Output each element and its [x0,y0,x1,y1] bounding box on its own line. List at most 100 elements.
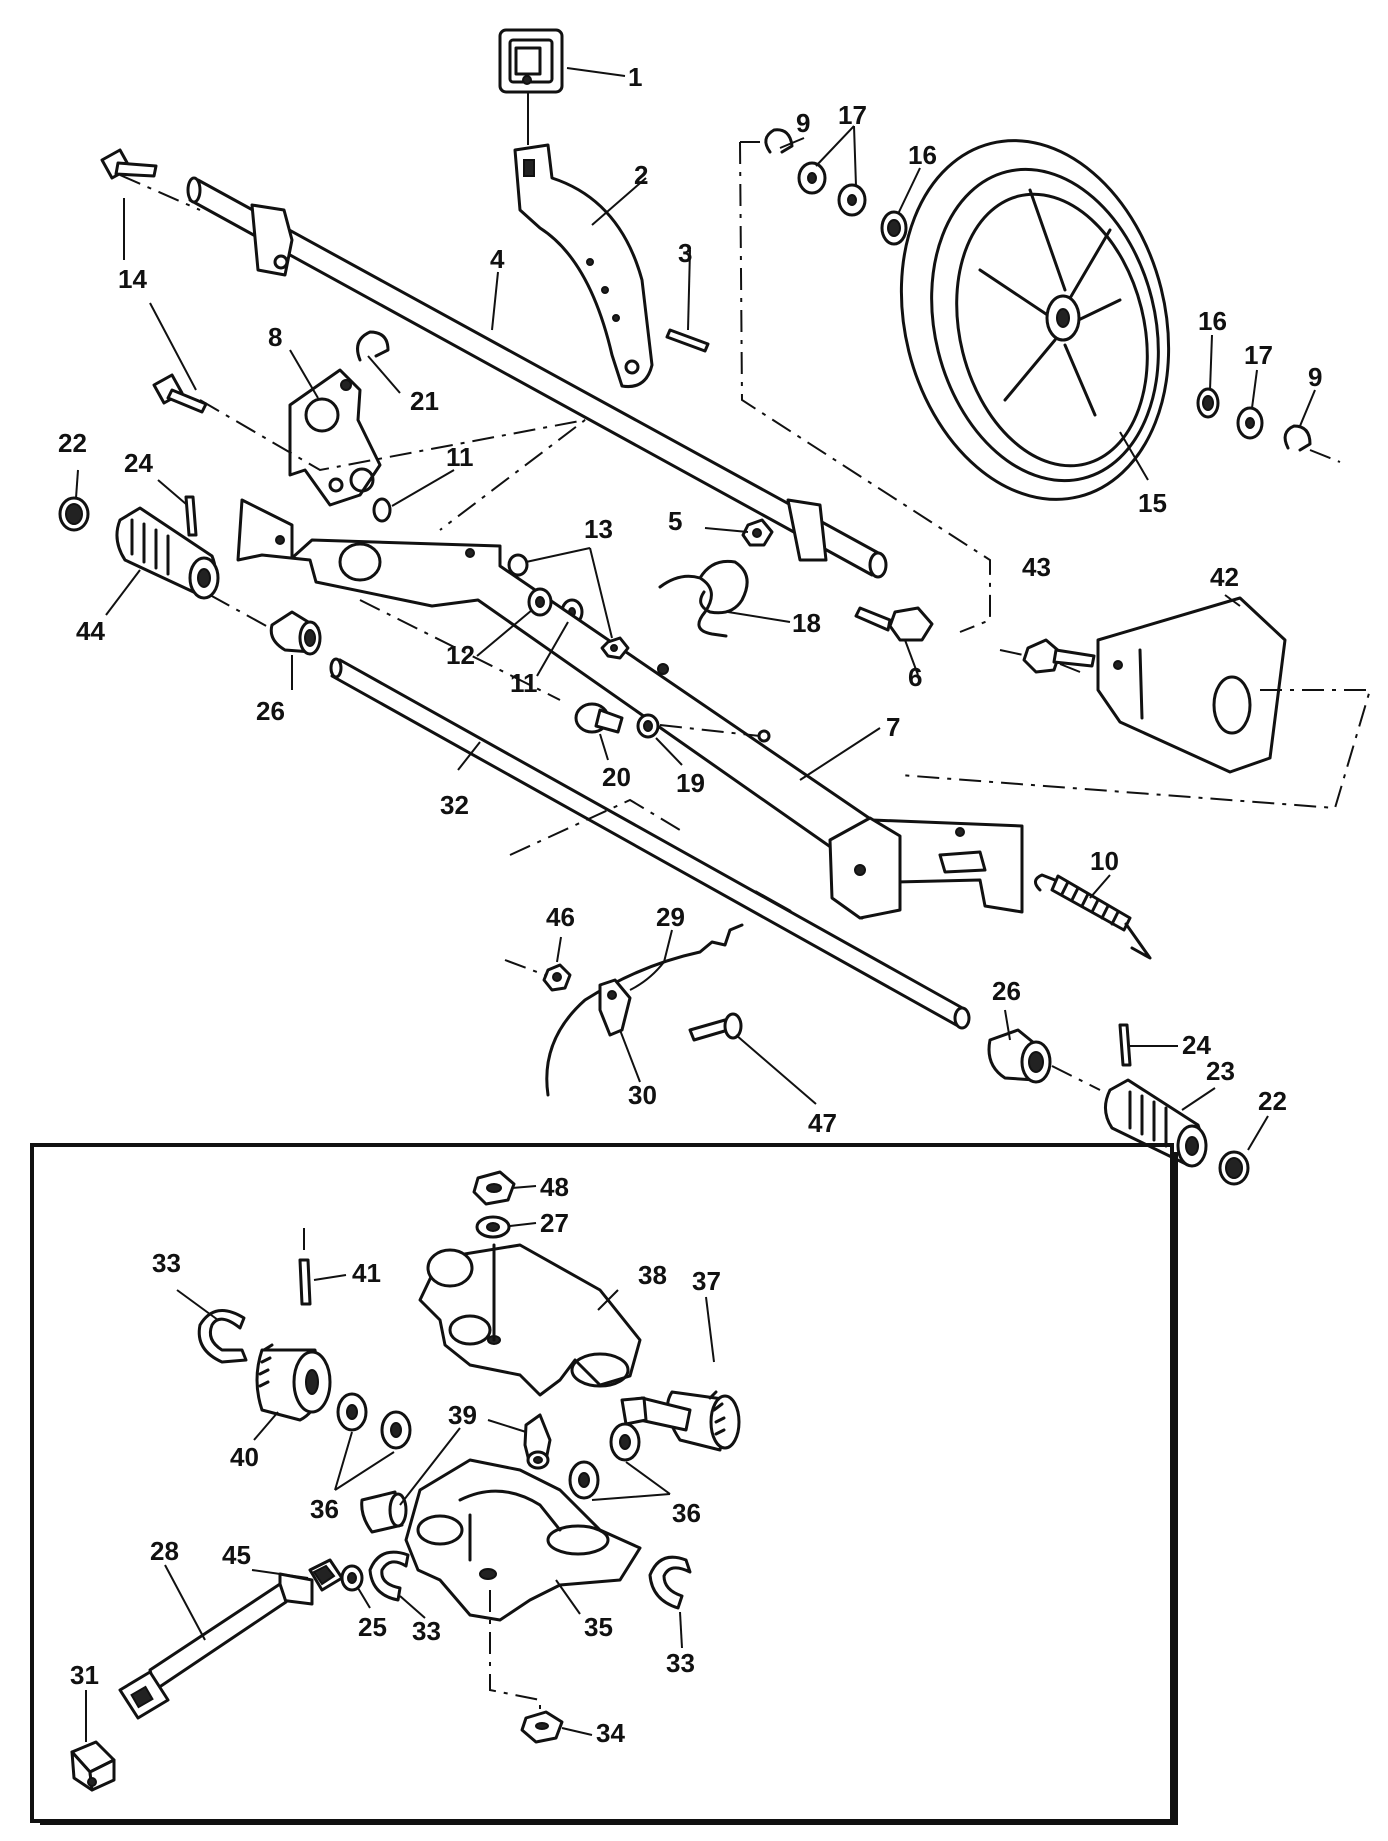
label-17-right: 17 [1244,340,1273,370]
label-14: 14 [118,264,147,294]
part-24-pin-left [184,495,198,537]
label-35: 35 [584,1612,613,1642]
label-48: 48 [540,1172,569,1202]
label-19: 19 [676,768,705,798]
part-28-square-shaft [118,1572,314,1720]
part-41-pin [298,1258,312,1306]
part-24-pin-right [1118,1023,1132,1067]
part-43-bolt [1022,638,1096,674]
label-20: 20 [602,762,631,792]
label-16-right: 16 [1198,306,1227,336]
part-33-ring-right [648,1555,692,1610]
part-19-hole [757,729,771,743]
part-39-fitting-lower [360,1490,408,1534]
part-35-housing-bottom [404,1458,642,1622]
label-11-lower: 11 [510,668,538,698]
inset-guide-vertical [489,1590,541,1712]
label-23: 23 [1206,1056,1235,1086]
part-1-knob [498,28,564,94]
label-33-left: 33 [152,1248,181,1278]
part-6-bolt [854,606,934,642]
label-28: 28 [150,1536,179,1566]
label-26-right: 26 [992,976,1021,1006]
label-44: 44 [76,616,105,646]
part-46-nut [542,963,572,992]
label-9-right: 9 [1308,362,1322,392]
label-6: 6 [908,662,922,692]
part-18-spring [658,559,749,638]
part-13-washer [507,553,529,577]
part-30-cable-clamp [598,978,632,1037]
leader-lines-inset [85,1185,715,1742]
part-33-ring-middle [368,1550,410,1602]
label-45: 45 [222,1540,251,1570]
part-21-clip [356,330,390,362]
label-41: 41 [352,1258,381,1288]
assembly-guide-lines [119,92,1372,1091]
part-29-control-cable [545,923,744,1097]
label-39: 39 [448,1400,477,1430]
part-15-wheel [899,139,1171,501]
label-4: 4 [490,244,505,274]
label-36-left: 36 [310,1494,339,1524]
label-11-upper: 11 [446,442,474,472]
label-15: 15 [1138,488,1167,518]
label-30: 30 [628,1080,657,1110]
label-5: 5 [668,506,682,536]
part-5-nut [741,518,774,547]
label-17-left: 17 [838,100,867,130]
label-13: 13 [584,514,613,544]
part-23-knurled-roller [1104,1078,1208,1168]
label-32: 32 [440,790,469,820]
label-10: 10 [1090,846,1119,876]
label-24-right: 24 [1182,1030,1211,1060]
part-26-bushing-left [269,610,322,656]
label-43: 43 [1022,552,1051,582]
label-29: 29 [656,902,685,932]
label-3: 3 [678,238,692,268]
part-26-bushing-right [987,1028,1052,1084]
label-16-left: 16 [908,140,937,170]
part-44-knurled-roller [115,506,220,600]
part-12-star-washer [527,587,553,617]
part-47-screw [688,1012,743,1042]
label-1: 1 [628,62,642,92]
label-22-left: 22 [58,428,87,458]
part-14-bolt-lower [152,373,208,414]
part-37-gear-shaft [620,1390,741,1452]
label-34: 34 [596,1718,625,1748]
label-2: 2 [634,160,648,190]
part-19-washer [636,713,660,739]
part-number-labels: 1 2 3 4 5 6 7 8 9 9 10 11 11 12 13 14 15… [58,62,1322,1748]
label-47: 47 [808,1108,837,1138]
part-45-square-bushing [308,1558,344,1592]
label-7: 7 [886,712,900,742]
part-39-fitting-upper [523,1413,552,1470]
label-37: 37 [692,1266,721,1296]
part-34-nut [520,1710,564,1744]
label-38: 38 [638,1260,667,1290]
part-48-nut [472,1170,516,1206]
deck-hole [657,663,669,675]
label-33-middle: 33 [412,1616,441,1646]
part-38-housing-top [418,1243,642,1397]
label-26-left: 26 [256,696,285,726]
part-2-adjust-bracket [513,143,654,389]
part-14-bolt-upper [100,148,158,180]
gearbox-inset-frame [30,1143,1178,1825]
label-24-left: 24 [124,448,153,478]
part-42-cover-box [1096,596,1287,774]
part-4-axle-rod [186,176,888,579]
label-33-right: 33 [666,1648,695,1678]
label-18: 18 [792,608,821,638]
part-3-pin [665,328,710,353]
part-11-washer-upper [372,497,392,523]
part-20-clevis-pin [574,702,624,734]
label-9-left: 9 [796,108,810,138]
part-40-gear [255,1343,332,1422]
label-12: 12 [446,640,475,670]
part-9-clip-right [1283,424,1312,452]
label-46: 46 [546,902,575,932]
label-40: 40 [230,1442,259,1472]
